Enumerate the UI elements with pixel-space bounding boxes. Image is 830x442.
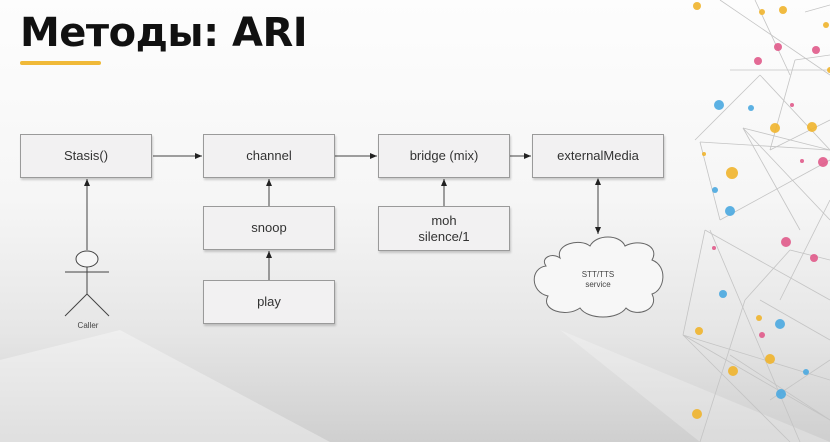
node-play[interactable]: play [203, 280, 335, 324]
node-snoop[interactable]: snoop [203, 206, 335, 250]
node-stasis-label: Stasis() [63, 148, 109, 163]
node-channel-label: channel [246, 148, 292, 163]
node-moh-label-line2: silence/1 [418, 228, 470, 244]
cloud-label: STT/TTS service [553, 270, 643, 290]
node-moh[interactable]: moh silence/1 [378, 206, 510, 251]
caller-label: Caller [77, 321, 99, 330]
node-channel[interactable]: channel [203, 134, 335, 178]
cloud-label-line1: STT/TTS [581, 270, 615, 279]
node-play-label: play [257, 294, 281, 309]
node-external-media-label: externalMedia [557, 148, 639, 163]
slide-title: Методы: ARI [20, 10, 308, 56]
node-snoop-label: snoop [251, 220, 287, 235]
node-bridge-label: bridge (mix) [409, 148, 479, 163]
node-external-media[interactable]: externalMedia [532, 134, 664, 178]
cloud-label-line2: service [585, 280, 611, 289]
caller-actor-icon [64, 250, 110, 317]
node-stasis[interactable]: Stasis() [20, 134, 152, 178]
title-underline [20, 61, 101, 65]
node-moh-label-line1: moh [431, 212, 457, 228]
stt-tts-cloud-shape [533, 236, 664, 318]
node-bridge[interactable]: bridge (mix) [378, 134, 510, 178]
